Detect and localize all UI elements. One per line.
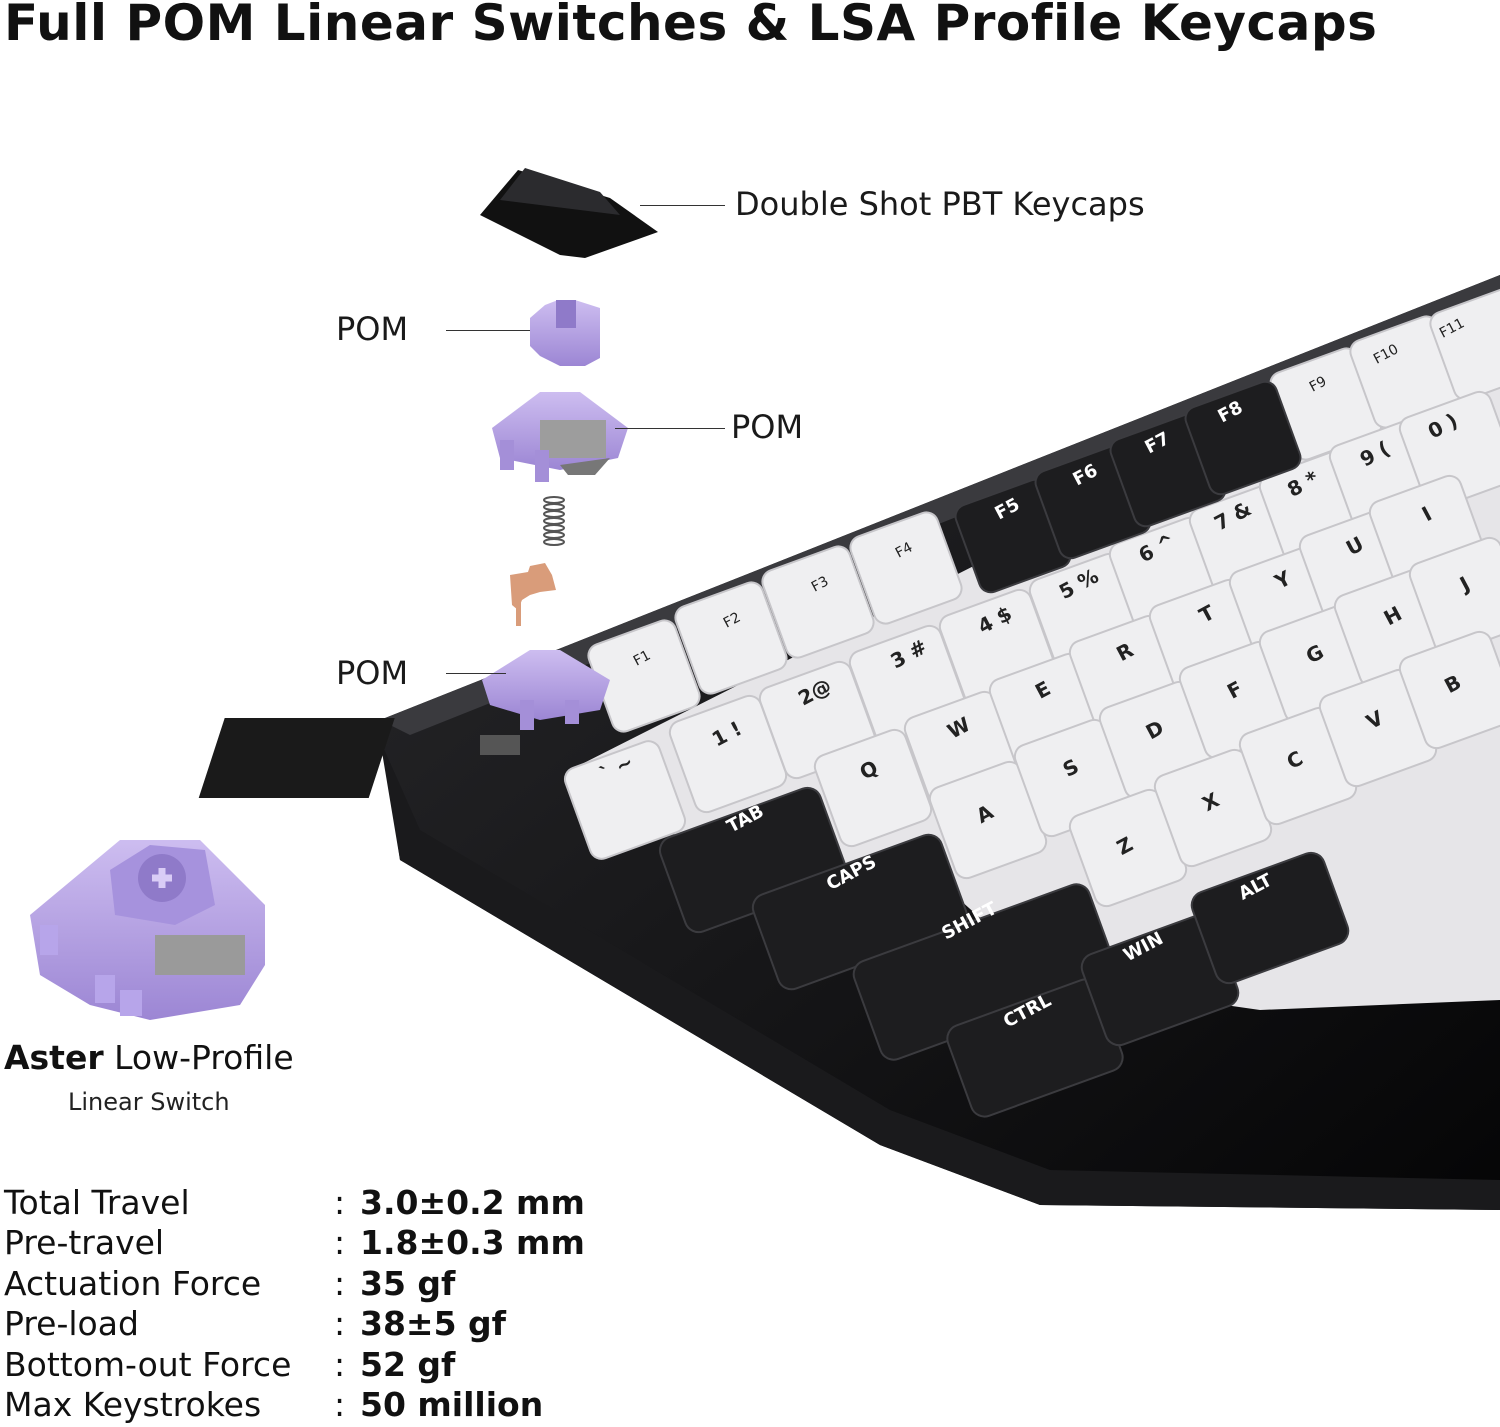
spring-exploded: [543, 496, 565, 546]
pom-top-housing-exploded: [492, 392, 628, 482]
keycap-q: [813, 728, 933, 848]
spec-row: Pre-travel : 1.8±0.3 mm: [4, 1223, 604, 1264]
keycap-f8: [1184, 380, 1302, 496]
spec-value: 52 gf: [360, 1344, 456, 1384]
spec-label: Max Keystrokes: [4, 1385, 262, 1425]
spec-label: Bottom-out Force: [4, 1344, 292, 1384]
spec-label: Pre-load: [4, 1304, 139, 1344]
spec-label: Actuation Force: [4, 1263, 262, 1303]
spec-row: Bottom-out Force : 52 gf: [4, 1344, 604, 1385]
keycap-f2: [674, 581, 788, 695]
keycap-0: [1398, 390, 1500, 510]
spec-value: 50 million: [360, 1385, 544, 1425]
switch-brand: Aster: [4, 1038, 104, 1077]
label-pom-stem: POM: [336, 310, 409, 348]
keycap-f3: [761, 545, 875, 659]
pom-bottom-housing: [482, 650, 610, 730]
legend-f9: F9: [1307, 373, 1329, 395]
leader-keycaps: [640, 205, 725, 206]
spec-separator: :: [334, 1304, 346, 1344]
spec-separator: :: [334, 1385, 346, 1425]
leader-stem: [446, 330, 530, 331]
spec-separator: :: [334, 1223, 346, 1263]
leader-top-housing: [615, 428, 725, 429]
spec-row: Max Keystrokes : 50 million: [4, 1385, 604, 1426]
leader-bottom-housing: [446, 673, 506, 674]
spec-label: Total Travel: [4, 1182, 190, 1222]
spec-row: Total Travel : 3.0±0.2 mm: [4, 1182, 604, 1223]
spec-table: Total Travel : 3.0±0.2 mm Pre-travel : 1…: [4, 1182, 604, 1425]
spec-row: Pre-load : 38±5 gf: [4, 1304, 604, 1345]
legend-f1: F1: [631, 647, 653, 669]
legend-f4: F4: [893, 539, 916, 561]
keycap-grave: [563, 740, 687, 860]
keycap-b: [1398, 630, 1500, 750]
spec-row: Actuation Force : 35 gf: [4, 1263, 604, 1304]
contact-leaf-exploded: [510, 563, 556, 626]
keycap-f4: [849, 511, 963, 625]
spec-value: 38±5 gf: [360, 1304, 507, 1344]
spec-label: Pre-travel: [4, 1223, 165, 1263]
legend-f3: F3: [809, 573, 831, 595]
spec-value: 1.8±0.3 mm: [360, 1223, 585, 1263]
spec-value: 35 gf: [360, 1263, 456, 1303]
label-keycaps: Double Shot PBT Keycaps: [735, 185, 1145, 223]
keycap-alt: [1190, 851, 1350, 985]
legend-f2: F2: [721, 609, 743, 631]
switch-name: Aster Low-Profile: [4, 1038, 294, 1077]
switch-model: Low-Profile: [114, 1038, 294, 1077]
page-title: Full POM Linear Switches & LSA Profile K…: [4, 0, 1378, 52]
spec-value: 3.0±0.2 mm: [360, 1182, 585, 1222]
switch-subtitle: Linear Switch: [68, 1088, 230, 1116]
spec-separator: :: [334, 1263, 346, 1303]
exposed-switch-socket: [198, 718, 520, 798]
label-pom-top-housing: POM: [731, 408, 804, 446]
spec-separator: :: [334, 1182, 346, 1222]
spec-separator: :: [334, 1344, 346, 1384]
keycap-f11: [1429, 287, 1500, 401]
esc-keycap-exploded: [480, 168, 658, 258]
label-pom-bottom-housing: POM: [336, 654, 409, 692]
pom-stem-exploded: [530, 300, 600, 366]
aster-switch-illustration: [30, 840, 265, 1020]
